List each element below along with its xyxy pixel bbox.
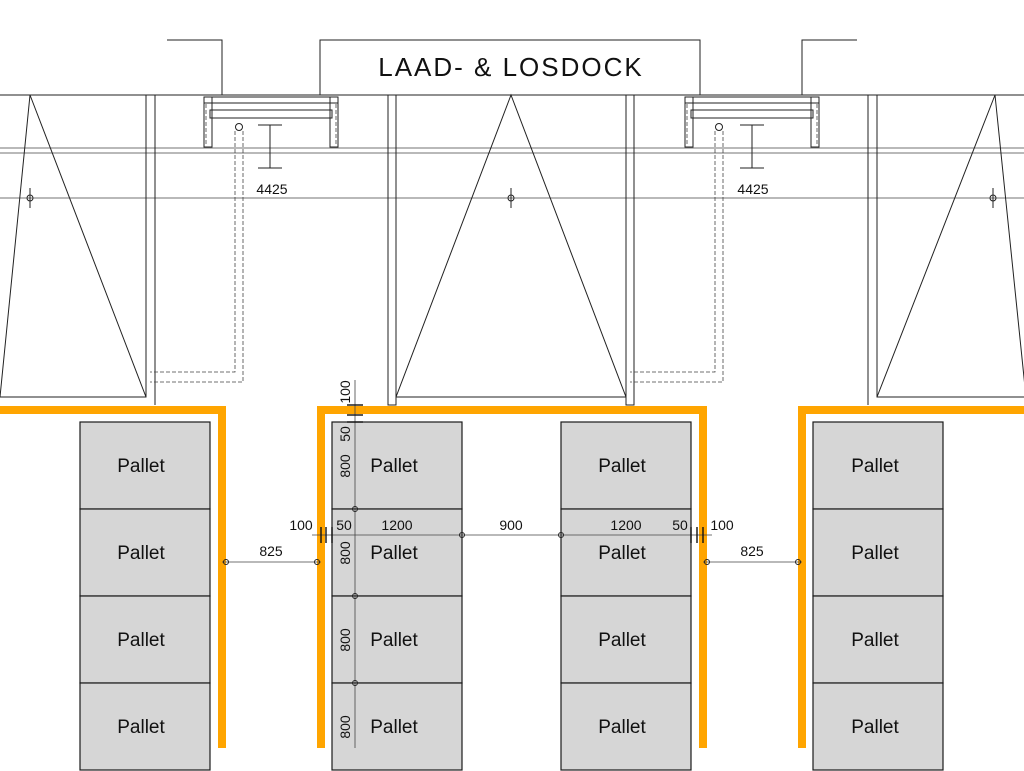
dim-chain-50-right: 50 bbox=[672, 517, 688, 533]
vertical-dimension-chain: 100 50 800 800 800 800 bbox=[337, 380, 363, 748]
lane-markings bbox=[0, 406, 1024, 748]
pallet-label: Pallet bbox=[851, 717, 899, 738]
dim-chain-100-right: 100 bbox=[710, 517, 734, 533]
dim-chain-50-left: 50 bbox=[336, 517, 352, 533]
page-title: LAAD- & LOSDOCK bbox=[378, 52, 644, 82]
pallet-label: Pallet bbox=[370, 456, 418, 477]
pallet-label: Pallet bbox=[117, 630, 165, 651]
gap-dim-right: 825 bbox=[740, 543, 764, 559]
vdim-50: 50 bbox=[337, 426, 353, 442]
dock-shelter-left bbox=[150, 96, 339, 383]
pallet-label: Pallet bbox=[598, 456, 646, 477]
pallet-label: Pallet bbox=[370, 630, 418, 651]
pallet-column-2: Pallet Pallet Pallet Pallet bbox=[331, 421, 463, 771]
vdim-800-4: 800 bbox=[337, 715, 353, 739]
dock-dim-right: 4425 bbox=[737, 181, 768, 197]
dock-dim-left: 4425 bbox=[256, 181, 287, 197]
pallet-column-1: Pallet Pallet Pallet Pallet bbox=[79, 421, 211, 771]
vdim-800-3: 800 bbox=[337, 628, 353, 652]
pallet-label: Pallet bbox=[598, 717, 646, 738]
pallet-column-4: Pallet Pallet Pallet Pallet bbox=[812, 421, 944, 771]
pallet-label: Pallet bbox=[370, 717, 418, 738]
building-wall bbox=[0, 94, 1024, 199]
gap-dim-left: 825 bbox=[259, 543, 283, 559]
dim-chain-1200-left: 1200 bbox=[381, 517, 412, 533]
side-gap-dimensions: 825 825 bbox=[222, 543, 802, 565]
dim-chain-1200-right: 1200 bbox=[610, 517, 641, 533]
pallet-label: Pallet bbox=[117, 456, 165, 477]
dock-dimension-line: 4425 4425 bbox=[26, 181, 997, 208]
dim-chain-100-left: 100 bbox=[289, 517, 313, 533]
dock-door-center bbox=[387, 93, 635, 406]
lane-marking-right bbox=[798, 406, 1024, 748]
vdim-100: 100 bbox=[337, 380, 353, 404]
pallet-label: Pallet bbox=[851, 456, 899, 477]
vdim-800-1: 800 bbox=[337, 454, 353, 478]
pallet-label: Pallet bbox=[851, 543, 899, 564]
dock-door-right bbox=[867, 94, 1024, 405]
lane-marking-left bbox=[0, 406, 226, 748]
pallet-label: Pallet bbox=[598, 543, 646, 564]
vdim-800-2: 800 bbox=[337, 541, 353, 565]
pallet-label: Pallet bbox=[851, 630, 899, 651]
dim-chain-900: 900 bbox=[499, 517, 523, 533]
horizontal-dimension-chain: 100 50 1200 900 1200 50 100 bbox=[289, 517, 734, 543]
pallet-label: Pallet bbox=[117, 543, 165, 564]
dock-shelter-right bbox=[630, 96, 820, 383]
dock-door-left bbox=[0, 94, 156, 405]
pallet-column-3: Pallet Pallet Pallet Pallet bbox=[560, 421, 692, 771]
pallet-label: Pallet bbox=[370, 543, 418, 564]
title-block: LAAD- & LOSDOCK bbox=[167, 39, 857, 95]
pallet-label: Pallet bbox=[598, 630, 646, 651]
lane-marking-center bbox=[317, 406, 707, 748]
pallet-label: Pallet bbox=[117, 717, 165, 738]
